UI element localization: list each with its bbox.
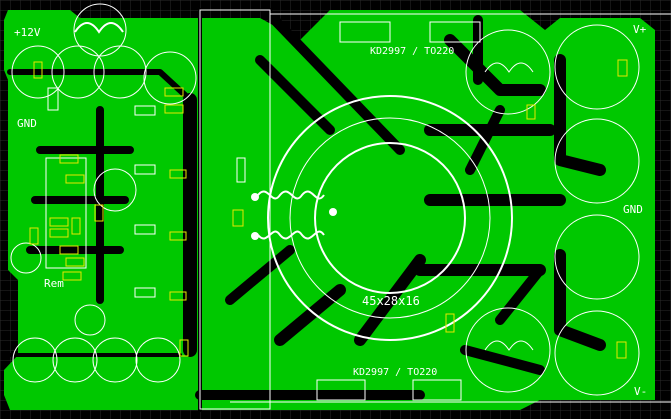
label-gnd-right: GND bbox=[623, 203, 643, 216]
label-v-minus: V- bbox=[634, 385, 648, 398]
label-transistor-bottom: KD2997 / TO220 bbox=[353, 367, 438, 378]
heatsink-outline bbox=[199, 9, 271, 410]
toroid-inner bbox=[314, 142, 466, 294]
label-v-plus: V+ bbox=[633, 23, 647, 36]
copper-layer bbox=[4, 10, 655, 410]
label-transistor-top: KD2997 / TO220 bbox=[370, 46, 455, 57]
smd-pads bbox=[29, 59, 628, 359]
silkscreen bbox=[10, 3, 671, 410]
drill-holes bbox=[251, 193, 337, 240]
label-rem: Rem bbox=[44, 277, 64, 290]
label-gnd-left: GND bbox=[17, 117, 37, 130]
label-toroid: 45x28x16 bbox=[362, 294, 420, 308]
label-12v: +12V bbox=[14, 26, 41, 39]
toroid-outer bbox=[267, 95, 513, 341]
